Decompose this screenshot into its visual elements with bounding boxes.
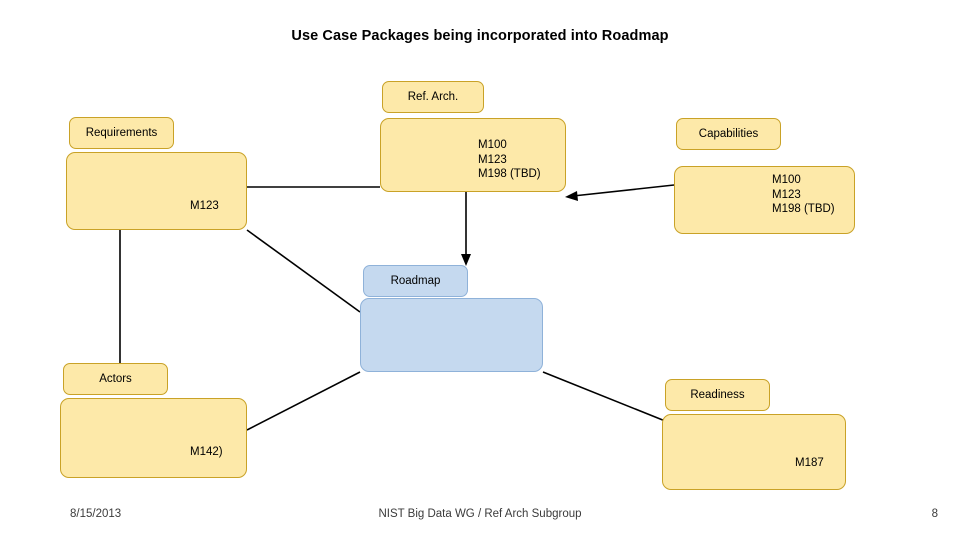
readiness-label-tab[interactable]: Readiness [665,379,770,411]
capabilities-label-tab[interactable]: Capabilities [676,118,781,150]
actors-box[interactable] [60,398,247,478]
arrowhead-capabilities-refarch [565,191,578,201]
refarch-box[interactable] [380,118,566,192]
actors-body: M142) [190,446,223,458]
connector-capabilities-refarch [572,184,675,197]
requirements-label-tab[interactable]: Requirements [69,117,174,149]
footer-date: 8/15/2013 [70,508,122,520]
refarch-label-tab[interactable]: Ref. Arch. [382,81,484,113]
roadmap-label-tab[interactable]: Roadmap [363,265,468,297]
roadmap-label: Roadmap [390,275,441,287]
capabilities-label: Capabilities [698,128,759,140]
readiness-label: Readiness [690,389,745,401]
capabilities-body: M100 M123 M198 (TBD) [772,174,835,215]
page-title: Use Case Packages being incorporated int… [291,28,669,44]
refarch-label: Ref. Arch. [407,91,459,103]
readiness-body: M187 [795,457,824,469]
connector-requirements-roadmap [246,229,361,313]
requirements-label: Requirements [85,127,158,139]
requirements-body: M123 [190,200,219,212]
refarch-body: M100 M123 M198 (TBD) [478,139,541,180]
footer-center-text: NIST Big Data WG / Ref Arch Subgroup [378,508,582,520]
capabilities-box[interactable] [674,166,855,234]
actors-label-tab[interactable]: Actors [63,363,168,395]
readiness-box[interactable] [662,414,846,490]
footer-page-number: 8 [931,508,938,520]
actors-label: Actors [99,373,132,385]
requirements-box[interactable] [66,152,247,230]
connector-roadmap-actors [246,371,361,431]
roadmap-box[interactable] [360,298,543,372]
